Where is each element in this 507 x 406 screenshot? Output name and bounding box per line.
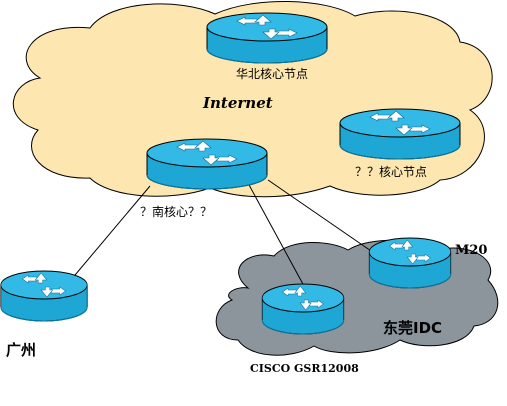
label-internet: Internet: [202, 94, 273, 112]
link-south-m20: [267, 179, 375, 254]
label-idc: 东莞IDC: [383, 319, 442, 337]
label-south-core: ？南核心？？: [140, 204, 212, 219]
router-m20-icon: [368, 237, 452, 289]
label-m20: M20: [455, 243, 487, 258]
router-north-core-icon: [206, 12, 328, 64]
link-south-gsr: [247, 182, 305, 287]
label-gsr: CISCO GSR12008: [250, 362, 359, 375]
link-south-guangzhou: [69, 185, 151, 282]
router-gsr-icon: [261, 283, 345, 335]
router-unknown-core-icon: [339, 108, 461, 160]
router-guangzhou-icon: [0, 270, 88, 322]
label-north-core: 华北核心节点: [236, 67, 308, 81]
label-guangzhou: 广州: [6, 341, 36, 359]
router-south-core-icon: [146, 138, 268, 190]
label-unknown-core: ？？核心节点: [355, 165, 427, 179]
